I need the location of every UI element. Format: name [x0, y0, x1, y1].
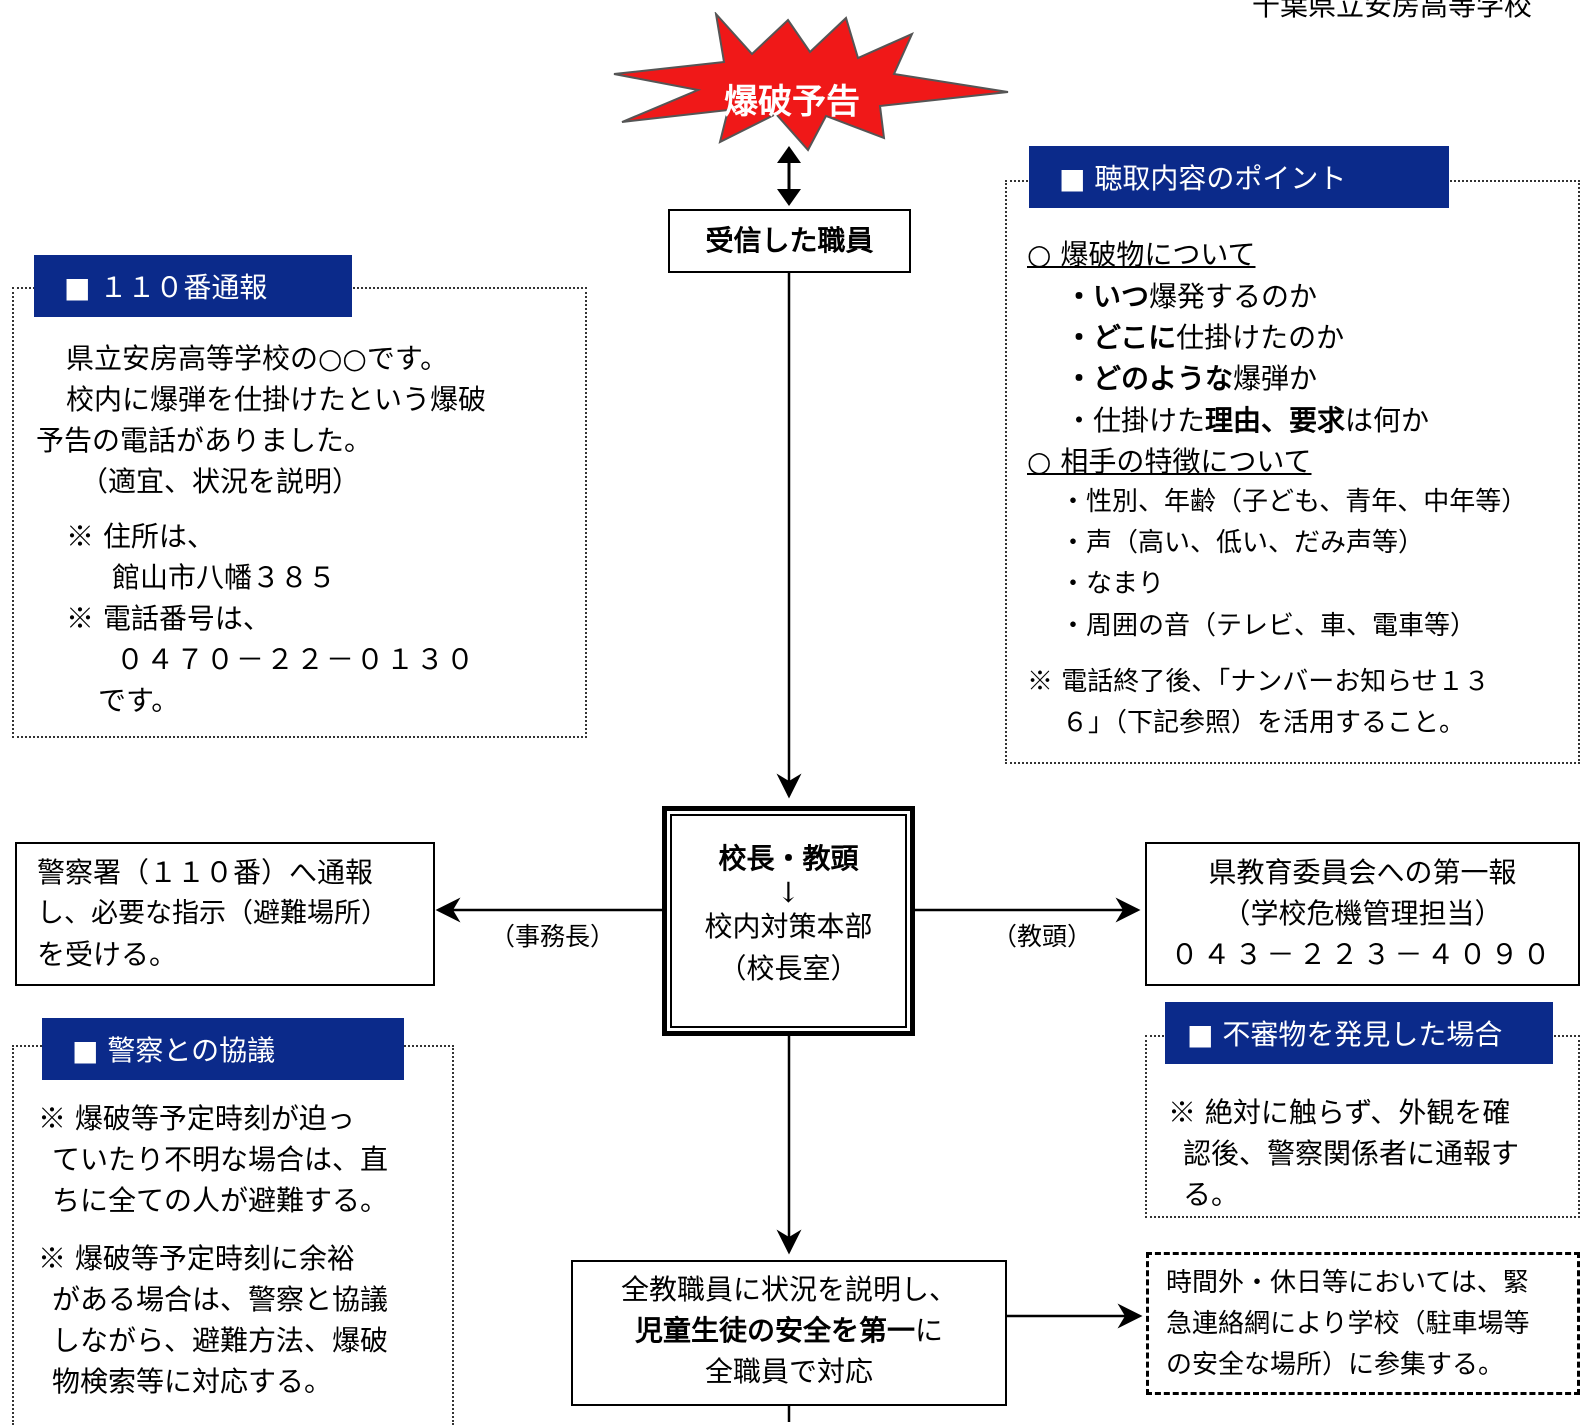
- off-hours-line-2: 急連絡網により学校（駐車場等: [1166, 1309, 1530, 1339]
- vice-principal-label: （教頭）: [992, 922, 1093, 951]
- off-hours-line-3: の安全な場所）に参集する。: [1166, 1350, 1505, 1380]
- hq-title: 校内対策本部: [704, 910, 873, 943]
- suspicious-line-1: ※ 絶対に触らず、外観を確: [1168, 1096, 1511, 1129]
- consult-b-1: ※ 爆破等予定時刻に余裕: [38, 1242, 355, 1275]
- board-line-1: 県教育委員会への第一報: [1208, 856, 1517, 889]
- off-hours-line-1: 時間外・休日等においては、緊: [1166, 1268, 1529, 1298]
- consult-a-3: ちに全ての人が避難する。: [52, 1184, 389, 1217]
- points-note-2: ６」（下記参照）を活用すること。: [1062, 708, 1466, 738]
- hq-principal: 校長・教頭: [718, 842, 859, 875]
- points-item-what: ・どのような爆弾か: [1065, 362, 1318, 395]
- report-110-line-4: （適宜、状況を説明）: [80, 465, 361, 498]
- report-110-address: 館山市八幡３８５: [112, 561, 337, 594]
- report-110-line-2: 校内に爆弾を仕掛けたという爆破: [66, 383, 487, 416]
- suspicious-line-2: 認後、警察関係者に通報す: [1183, 1137, 1520, 1170]
- points-heading-explosive: ○ 爆破物について: [1027, 238, 1256, 271]
- points-item-where: ・どこに仕掛けたのか: [1065, 321, 1345, 354]
- police-line-1: 警察署（１１０番）へ通報: [37, 856, 374, 889]
- consult-b-3: しながら、避難方法、爆破: [52, 1324, 389, 1357]
- consult-b-2: がある場合は、警察と協議: [52, 1283, 389, 1316]
- school-name: 千葉県立安房高等学校: [1252, 0, 1533, 22]
- staff-line-1: 全教職員に状況を説明し、: [620, 1273, 957, 1306]
- report-110-title: ■ １１０番通報: [34, 255, 352, 317]
- suspicious-object-title: ■ 不審物を発見した場合: [1165, 1002, 1553, 1064]
- headquarters-box: [662, 806, 915, 1036]
- board-of-education-box: [1145, 842, 1580, 986]
- off-hours-box: [1146, 1252, 1580, 1395]
- consult-a-2: ていたり不明な場合は、直: [52, 1143, 389, 1176]
- receiver-box: 受信した職員: [668, 209, 911, 273]
- report-110-end: です。: [98, 684, 180, 717]
- listening-points-title: ■ 聴取内容のポイント: [1029, 146, 1449, 208]
- report-110-phone-label: ※ 電話番号は、: [66, 602, 271, 635]
- staff-line-2: 児童生徒の安全を第一に: [634, 1314, 944, 1347]
- all-staff-box: [571, 1260, 1007, 1406]
- office-manager-label: （事務長）: [490, 922, 616, 951]
- board-line-2: （学校危機管理担当）: [1222, 897, 1503, 930]
- points-item-reason: ・仕掛けた理由、要求は何か: [1065, 404, 1430, 437]
- hq-down-arrow-icon: ↓: [776, 876, 801, 909]
- receiver-label: 受信した職員: [705, 224, 874, 257]
- points-item-surroundings: ・周囲の音（テレビ、車、電車等）: [1060, 611, 1477, 641]
- staff-line-3: 全職員で対応: [704, 1355, 873, 1388]
- hq-room: （校長室）: [718, 952, 859, 985]
- explosion-burst-icon: [613, 12, 1009, 152]
- suspicious-line-3: る。: [1183, 1178, 1240, 1211]
- police-line-3: を受ける。: [37, 938, 178, 971]
- police-consultation-title: ■ 警察との協議: [42, 1018, 404, 1080]
- report-110-address-label: ※ 住所は、: [66, 520, 215, 553]
- report-110-line-3: 予告の電話がありました。: [36, 424, 373, 457]
- headquarters-text: 校長・教頭 ↓ 校内対策本部 （校長室）: [662, 838, 915, 990]
- police-line-2: し、必要な指示（避難場所）: [37, 898, 388, 929]
- consult-b-4: 物検索等に対応する。: [52, 1365, 333, 1398]
- points-item-voice: ・声（高い、低い、だみ声等）: [1060, 528, 1425, 558]
- bomb-threat-label: 爆破予告: [724, 82, 860, 122]
- points-heading-caller: ○ 相手の特徴について: [1027, 445, 1312, 478]
- consult-a-1: ※ 爆破等予定時刻が迫っ: [38, 1102, 355, 1135]
- police-box: [15, 842, 435, 986]
- points-note-1: ※ 電話終了後、「ナンバーお知らせ１３: [1027, 667, 1490, 697]
- points-item-gender-age: ・性別、年齢（子ども、青年、中年等）: [1060, 487, 1528, 517]
- points-item-accent: ・なまり: [1060, 569, 1165, 599]
- board-phone: ０４３－２２３－４０９０: [1170, 938, 1555, 971]
- report-110-line-1: 県立安房高等学校の○○です。: [66, 342, 449, 375]
- report-110-phone: ０４７０－２２－０１３０: [116, 643, 477, 676]
- points-item-when: ・いつ爆発するのか: [1065, 280, 1318, 313]
